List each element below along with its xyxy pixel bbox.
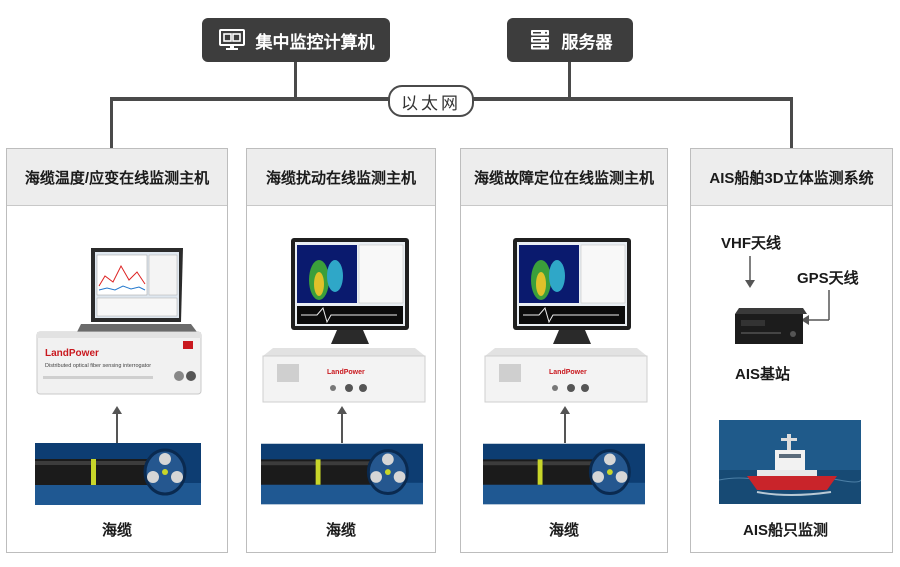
connector-panel-4	[790, 97, 793, 149]
device-brand: LandPower	[45, 348, 99, 359]
arrow-up-icon	[560, 406, 570, 443]
vhf-antenna-label: VHF天线	[721, 235, 782, 252]
panel-title: 海缆故障定位在线监测主机	[461, 149, 667, 206]
panel-fault-location: 海缆故障定位在线监测主机 LandPower	[460, 148, 668, 553]
server-icon	[528, 28, 552, 52]
antenna-arrows	[745, 256, 830, 325]
panel-title: 海缆温度/应变在线监测主机	[7, 149, 227, 206]
ais-ship-image	[719, 420, 861, 504]
ais-base-station-label: AIS基站	[735, 366, 791, 383]
monitor-computer-label: 集中监控计算机	[255, 32, 375, 52]
panel-title: AIS船舶3D立体监测系统	[691, 149, 892, 206]
laptop-interrogator-image: LandPower Distributed optical fiber sens…	[36, 248, 202, 395]
arrow-up-icon	[337, 406, 347, 443]
cable-image	[35, 443, 201, 505]
panel-ais-3d: AIS船舶3D立体监测系统 VHF天线 GPS天线 AIS基站	[690, 148, 893, 553]
device-brand: LandPower	[549, 369, 587, 376]
monitor-host-image: LandPower	[484, 238, 648, 403]
arrow-up-icon	[112, 406, 122, 443]
monitor-icon	[218, 28, 246, 52]
panel-temperature-strain: 海缆温度/应变在线监测主机 LandPower Distributed opti…	[6, 148, 228, 553]
connector-monitor	[294, 62, 297, 100]
monitor-computer-node: 集中监控计算机	[202, 18, 390, 62]
cable-label: 海缆	[101, 522, 132, 539]
gps-antenna-label: GPS天线	[797, 270, 859, 287]
panel-disturbance: 海缆扰动在线监测主机 LandPower	[246, 148, 436, 553]
cable-image	[261, 443, 423, 505]
device-brand: LandPower	[327, 369, 365, 376]
panel-title: 海缆扰动在线监测主机	[247, 149, 435, 206]
connector-server	[568, 62, 571, 100]
cable-label: 海缆	[548, 522, 579, 539]
ais-ship-label: AIS船只监测	[743, 522, 829, 539]
device-subtitle: Distributed optical fiber sensing interr…	[45, 363, 151, 369]
connector-panel-1	[110, 97, 113, 149]
cable-label: 海缆	[325, 522, 356, 539]
ais-base-station-image	[735, 308, 807, 344]
ethernet-label: 以太网	[388, 85, 474, 117]
server-node: 服务器	[507, 18, 633, 62]
monitor-host-image: LandPower	[262, 238, 426, 403]
server-label: 服务器	[561, 32, 613, 52]
cable-image	[483, 443, 645, 505]
